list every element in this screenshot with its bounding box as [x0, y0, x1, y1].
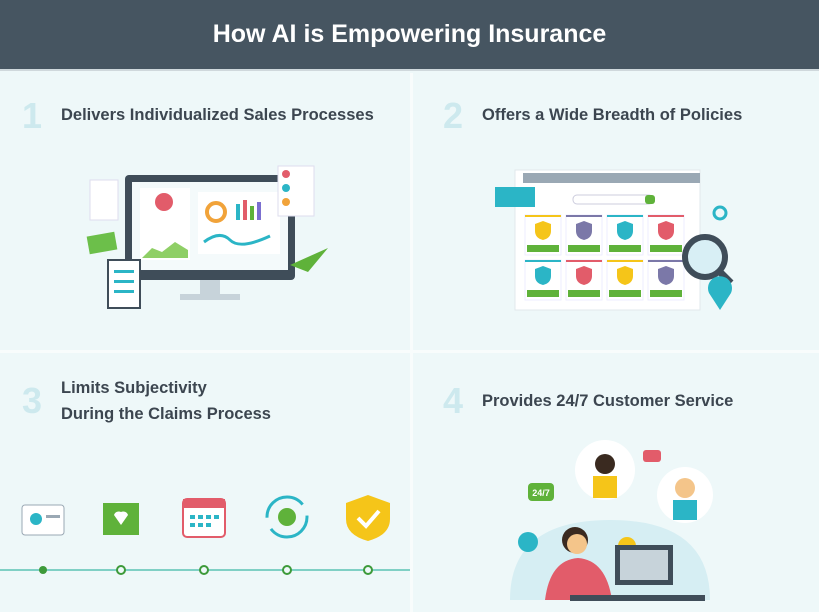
divider-vertical [410, 73, 413, 612]
shield-check-icon [346, 495, 390, 541]
section-4-title: Provides 24/7 Customer Service [482, 392, 734, 410]
header: How AI is Empowering Insurance [0, 0, 819, 71]
section-3-title-line2: During the Claims Process [61, 405, 271, 423]
claims-timeline [0, 495, 410, 575]
divider-horizontal [0, 350, 819, 353]
policy-card [647, 214, 685, 256]
policies-browser-illustration [495, 169, 734, 311]
id-card-icon [21, 504, 65, 536]
section-1-number: 1 [22, 95, 43, 136]
section-2-number: 2 [443, 95, 464, 136]
section-3-number: 3 [22, 380, 43, 421]
policy-card [565, 214, 603, 256]
policy-card [606, 214, 644, 256]
refresh-gear-icon [265, 495, 309, 539]
customer-service-illustration: 24/7 [510, 440, 713, 601]
policy-card [524, 259, 562, 301]
section-2-title: Offers a Wide Breadth of Policies [482, 106, 743, 124]
envelope-heart-icon [103, 503, 139, 535]
policy-card [565, 259, 603, 301]
page-title: How AI is Empowering Insurance [212, 20, 607, 48]
policy-card [524, 214, 562, 256]
24-7-badge: 24/7 [532, 488, 550, 498]
section-3-title-line1: Limits Subjectivity [61, 379, 207, 397]
policy-card [606, 259, 644, 301]
policy-card [647, 259, 685, 301]
section-1-title: Delivers Individualized Sales Processes [61, 106, 374, 124]
section-4-number: 4 [443, 380, 464, 421]
sales-computer-illustration [86, 165, 328, 309]
calendar-icon [182, 498, 226, 538]
